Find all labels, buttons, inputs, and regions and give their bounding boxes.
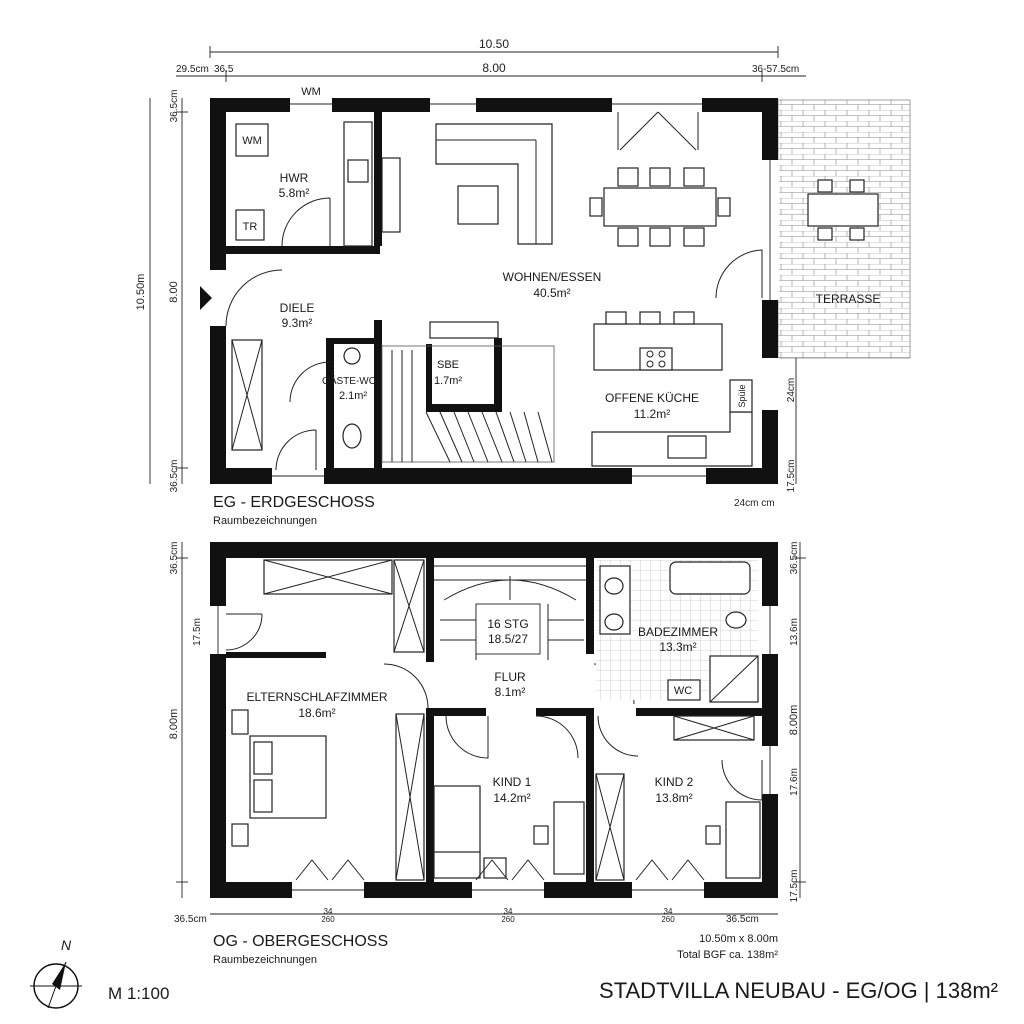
og-dim-left-top: 36.5cm (169, 542, 180, 575)
sbe-name: SBE (437, 359, 459, 371)
og-dim-left-mid2: 8.00m (168, 709, 180, 740)
bad-name: BADEZIMMER (638, 625, 718, 639)
gwc-name: GÄSTE-WC (322, 375, 376, 387)
kind2-area: 13.8m² (655, 791, 692, 805)
diele-name: DIELE (280, 301, 315, 315)
tr-label: TR (243, 221, 258, 233)
og-win-a-2: 34 (504, 907, 513, 916)
og-dim-right-top: 36.5cm (789, 542, 800, 575)
kueche-name: OFFENE KÜCHE (605, 391, 699, 405)
eg-plan: HWR 5.8m² WM TR WM DIELE 9.3m² GÄSTE-WC … (135, 37, 911, 527)
eg-dim-left-bottom: 36.5cm (169, 460, 180, 493)
eg-dimensions (149, 46, 806, 484)
og-stairs (434, 565, 586, 660)
terrasse-label: TERRASSE (816, 292, 881, 306)
og-interior-walls (226, 558, 762, 882)
eg-dim-bottom-right: 24cm cm (734, 498, 775, 509)
eg-dim-right-mid: 24cm (786, 378, 797, 402)
drawing-title: STADTVILLA NEUBAU - EG/OG | 138m² (599, 978, 998, 1003)
eg-dim-top-left2: 36.5 (214, 64, 234, 75)
eg-dim-top-total: 10.50 (479, 37, 509, 51)
eg-subheading: Raumbezeichnungen (213, 515, 317, 527)
terrace (777, 99, 911, 359)
og-heading: OG - OBERGESCHOSS (213, 933, 388, 950)
washing-machine (235, 123, 269, 157)
eg-heading: EG - ERDGESCHOSS (213, 494, 375, 511)
terrace-table (807, 179, 879, 241)
eg-dim-left-total: 10.50m (135, 274, 147, 311)
og-dim-right-mid3: 17.6m (789, 768, 800, 796)
kueche-area: 11.2m² (634, 407, 670, 421)
og-win-b-3: 260 (661, 915, 675, 924)
entrance-arrow-icon (200, 286, 212, 310)
tumble-dryer (235, 209, 265, 241)
eg-dim-top-left: 29.5cm (176, 64, 209, 75)
og-dim-right-mid1: 13.6m (789, 618, 800, 646)
kind1-name: KIND 1 (493, 775, 532, 789)
dining-table (589, 167, 731, 247)
og-summary-bgf: Total BGF ca. 138m² (677, 949, 778, 961)
eg-stairs (381, 345, 555, 463)
wohnen-name: WOHNEN/ESSEN (503, 270, 602, 284)
eltern-name: ELTERNSCHLAFZIMMER (246, 690, 387, 704)
og-win-a-3: 34 (664, 907, 673, 916)
og-dim-right-mid2: 8.00m (788, 705, 800, 736)
eg-dim-left-top: 36.5cm (169, 90, 180, 123)
hwr-name: HWR (280, 171, 309, 185)
kind1-area: 14.2m² (493, 791, 530, 805)
eg-interior-walls (226, 112, 502, 468)
og-summary-size: 10.50m x 8.00m (699, 933, 778, 945)
og-subheading: Raumbezeichnungen (213, 954, 317, 966)
bathtub (669, 561, 751, 595)
eg-dim-left-inner: 8.00 (168, 281, 180, 302)
spuele-label: Spüle (737, 384, 747, 407)
north-arrow-icon: N (30, 937, 82, 1009)
og-win-a-1: 34 (324, 907, 333, 916)
hwr-area: 5.8m² (279, 186, 310, 200)
bad-area: 13.3m² (659, 640, 696, 654)
og-dimensions (176, 542, 806, 915)
flur-area: 8.1m² (495, 685, 526, 699)
eg-dim-right-bottom: 17.5cm (786, 460, 797, 493)
stg-name: 16 STG (487, 617, 528, 631)
diele-area: 9.3m² (282, 316, 313, 330)
og-dim-bottom-right: 36.5cm (726, 914, 759, 925)
eg-dim-top-inner: 8.00 (482, 61, 506, 75)
og-dim-left-mid1: 17.5m (192, 618, 203, 646)
wm-label: WM (242, 135, 262, 147)
north-label: N (61, 937, 72, 953)
og-plan: ELTERNSCHLAFZIMMER 18.6m² 16 STG 18.5/27… (168, 542, 806, 966)
stg-area: 18.5/27 (488, 632, 528, 646)
og-dim-bottom-left: 36.5cm (174, 914, 207, 925)
kind2-name: KIND 2 (655, 775, 694, 789)
eg-dim-top-right: 36-57.5cm (752, 64, 799, 75)
wohnen-area: 40.5m² (533, 286, 570, 300)
sofa (435, 123, 553, 245)
wc-label: WC (674, 685, 692, 697)
gwc-area: 2.1m² (339, 390, 367, 402)
double-bed (231, 709, 327, 847)
og-dim-right-bottom: 17.5cm (789, 870, 800, 903)
wc-box (667, 679, 701, 701)
og-win-b-1: 260 (321, 915, 335, 924)
og-win-b-2: 260 (501, 915, 515, 924)
sbe-area: 1.7m² (434, 375, 462, 387)
flur-name: FLUR (494, 670, 526, 684)
wm-window-label: WM (301, 86, 321, 98)
eltern-area: 18.6m² (298, 706, 335, 720)
scale-label: M 1:100 (108, 984, 169, 1003)
kitchen-island (593, 311, 723, 371)
